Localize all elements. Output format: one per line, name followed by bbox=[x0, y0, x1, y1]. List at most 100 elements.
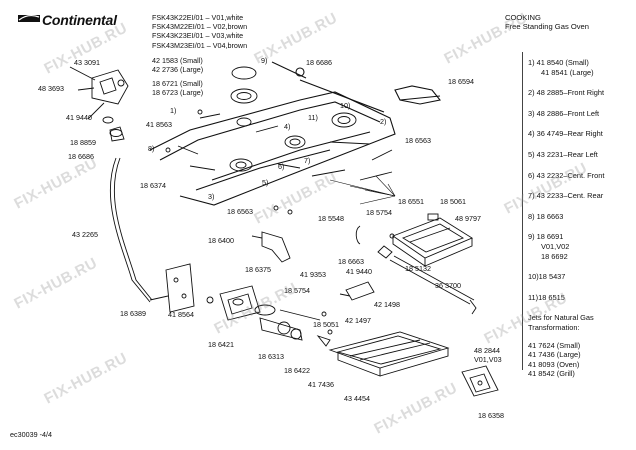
model-list: FSK43K22EI/01 – V01,white FSK43M22EI/01 … bbox=[152, 13, 247, 50]
callout-489797: 48 9797 bbox=[455, 214, 481, 223]
model-line: FSK43M22EI/01 – V02,brown bbox=[152, 22, 248, 32]
oven-burner bbox=[328, 331, 450, 377]
footer-code: ec30039 -4/4 bbox=[10, 430, 52, 439]
title-line2: Free Standing Gas Oven bbox=[505, 22, 589, 32]
jet-item: 41 7624 (Small) bbox=[528, 340, 581, 350]
callout-186389: 18 6389 bbox=[120, 309, 146, 318]
legend-item: 41 8541 (Large) bbox=[541, 67, 594, 77]
callout-185754-b: 18 5754 bbox=[284, 286, 310, 295]
bracket-assembly bbox=[69, 66, 129, 142]
callout-number-10: 10) bbox=[340, 101, 351, 110]
callout-419353: 41 9353 bbox=[300, 270, 326, 279]
legend-item: 11)18 6515 bbox=[528, 292, 565, 302]
callout-186375: 18 6375 bbox=[245, 265, 271, 274]
callout-number-9: 9) bbox=[261, 56, 268, 65]
callout-186686-b: 18 6686 bbox=[306, 58, 332, 67]
callout-number-1: 1) bbox=[170, 106, 177, 115]
legend-item: 2) 48 2885–Front Right bbox=[528, 88, 605, 98]
callout-185132: 18 5132 bbox=[405, 264, 431, 273]
model-line: FSK43K22EI/01 – V01,white bbox=[152, 13, 244, 22]
bottom-bracket bbox=[461, 365, 499, 397]
callout-421583: 42 1583 (Small) bbox=[152, 56, 203, 65]
callout-186686-a: 18 6686 bbox=[68, 152, 94, 161]
brand-logo: Continental bbox=[42, 12, 117, 28]
callout-number-5: 5) bbox=[262, 178, 269, 187]
callout-419440-b: 41 9440 bbox=[346, 267, 372, 276]
oven-valve bbox=[254, 304, 331, 347]
callout-185754-a: 18 5754 bbox=[366, 208, 392, 217]
callout-185051: 18 5051 bbox=[313, 320, 339, 329]
screws bbox=[165, 109, 395, 335]
legend-item: 18 6692 bbox=[541, 251, 568, 261]
callout-186421: 18 6421 bbox=[208, 340, 234, 349]
gas-rail-frame bbox=[149, 61, 441, 206]
callout-186721: 18 6721 (Small) bbox=[152, 79, 203, 88]
callout-418564: 41 8564 bbox=[168, 310, 194, 319]
callout-434454: 43 4454 bbox=[344, 394, 370, 403]
legend-item: V01,V02 bbox=[541, 241, 570, 251]
callout-418563: 41 8563 bbox=[146, 120, 172, 129]
callout-421497: 42 1497 bbox=[345, 316, 371, 325]
grill-plate bbox=[392, 213, 473, 267]
callout-421498: 42 1498 bbox=[374, 300, 400, 309]
injector-pipes bbox=[177, 113, 393, 181]
callout-419440-a: 41 9440 bbox=[66, 113, 92, 122]
leader-lines bbox=[329, 175, 396, 205]
gas-pipe-middle bbox=[251, 225, 393, 301]
callout-186594: 18 6594 bbox=[448, 77, 474, 86]
callout-422736: 42 2736 (Large) bbox=[152, 65, 204, 74]
title-line1: COOKING bbox=[505, 13, 541, 22]
legend-item: 4) 36 4749–Rear Right bbox=[528, 129, 603, 139]
callout-482844-variant: V01,V03 bbox=[474, 355, 502, 364]
lower-bracket bbox=[149, 263, 195, 313]
jets-heading: Jets for Natural Gas bbox=[528, 313, 594, 323]
burner-caps bbox=[229, 66, 357, 172]
legend-item: 7) 43 2233–Cent. Rear bbox=[528, 191, 604, 201]
callout-186551: 18 6551 bbox=[398, 197, 424, 206]
callout-number-2: 2) bbox=[380, 117, 387, 126]
callout-186663: 18 6663 bbox=[338, 257, 364, 266]
callout-433091: 43 3091 bbox=[74, 58, 100, 67]
jets-heading: Transformation: bbox=[528, 322, 580, 332]
callout-188859: 18 8859 bbox=[70, 138, 96, 147]
jet-item: 41 7436 (Large) bbox=[528, 350, 581, 360]
callout-number-8: 8) bbox=[148, 144, 155, 153]
callout-483693: 48 3693 bbox=[38, 84, 64, 93]
callout-number-3: 3) bbox=[208, 192, 215, 201]
thermocouple-wire bbox=[109, 157, 153, 303]
callout-number-11: 11) bbox=[308, 113, 318, 122]
legend-item: 9) 18 6691 bbox=[528, 232, 564, 242]
legend-item: 1) 41 8540 (Small) bbox=[528, 58, 589, 67]
diagram-title: COOKING Free Standing Gas Oven bbox=[505, 13, 589, 32]
callout-186313: 18 6313 bbox=[258, 352, 284, 361]
legend-item: 10)18 5437 bbox=[528, 272, 566, 282]
callout-186563-b: 18 6563 bbox=[227, 207, 253, 216]
control-plate bbox=[206, 285, 261, 321]
grill-rod bbox=[389, 255, 477, 315]
callout-185548: 18 5548 bbox=[318, 214, 344, 223]
callout-432265: 43 2265 bbox=[72, 230, 98, 239]
model-line: FSK43M23EI/01 – V04,brown bbox=[152, 40, 248, 50]
callout-186563-a: 18 6563 bbox=[405, 136, 431, 145]
legend-item: 8) 18 6663 bbox=[528, 211, 564, 221]
callout-186422: 18 6422 bbox=[284, 366, 310, 375]
parts-legend: 1) 41 8540 (Small) 41 8541 (Large) 2) 48… bbox=[528, 57, 604, 380]
callout-number-4: 4) bbox=[284, 122, 291, 131]
legend-item: 5) 43 2231–Rear Left bbox=[528, 149, 598, 159]
callout-186400: 18 6400 bbox=[208, 236, 234, 245]
legend-item: 3) 48 2886–Front Left bbox=[528, 108, 600, 118]
jet-item: 41 8542 (Grill) bbox=[528, 369, 575, 379]
callout-185061: 18 5061 bbox=[440, 197, 466, 206]
legend-divider bbox=[522, 52, 523, 370]
callout-363700: 36 3700 bbox=[435, 281, 461, 290]
callout-number-6: 6) bbox=[278, 162, 285, 171]
callout-482844: 48 2844 bbox=[474, 346, 500, 355]
legend-item: 6) 43 2232–Cent. Front bbox=[528, 170, 605, 180]
jet-item: 41 8093 (Oven) bbox=[528, 359, 580, 369]
continental-logo-icon bbox=[18, 14, 40, 22]
callout-186723: 18 6723 (Large) bbox=[152, 88, 204, 97]
callout-186374: 18 6374 bbox=[140, 181, 166, 190]
callout-number-7: 7) bbox=[304, 156, 311, 165]
model-line: FSK43K23EI/01 – V03,white bbox=[152, 31, 244, 41]
